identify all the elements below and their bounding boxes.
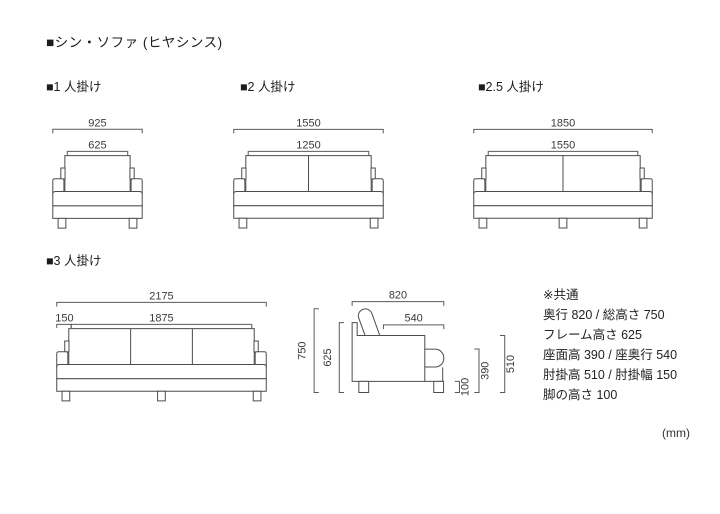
dim-bracket-total-height bbox=[314, 309, 319, 393]
dim-bracket-inner bbox=[71, 324, 252, 328]
side-body-frame bbox=[352, 323, 425, 382]
arm-notch-left bbox=[65, 341, 69, 352]
sofa-2seater-front-drawing: 1550 1250 bbox=[227, 118, 390, 230]
armrest-right bbox=[255, 352, 266, 367]
dim-total-width: 925 bbox=[88, 118, 106, 130]
dim-arm-width: 150 bbox=[55, 313, 73, 325]
seat-cushion bbox=[474, 191, 652, 205]
dim-frame-height: 625 bbox=[322, 348, 334, 366]
seat-cushion bbox=[234, 191, 383, 205]
leg-right bbox=[129, 218, 137, 228]
dim-bracket-seat-depth bbox=[383, 325, 443, 329]
leg-left bbox=[58, 218, 66, 228]
sofa-1seater-front-drawing: 925 625 bbox=[46, 118, 149, 230]
dim-depth: 820 bbox=[389, 289, 407, 301]
unit-label: (mm) bbox=[662, 426, 690, 440]
dim-bracket-inner bbox=[488, 151, 638, 155]
dim-inner-width: 1550 bbox=[551, 140, 575, 152]
arm-notch-right bbox=[254, 341, 258, 352]
sofa-side-drawing: 820 540 750 625 100 390 510 bbox=[297, 289, 517, 396]
leg-center bbox=[559, 218, 567, 228]
leg-rear bbox=[359, 381, 369, 392]
dim-seat-height: 390 bbox=[479, 362, 491, 380]
dim-total-height: 750 bbox=[297, 341, 309, 359]
label-2-seater: ■2 人掛け bbox=[240, 80, 296, 94]
arm-notch-left bbox=[61, 168, 65, 179]
spec-line: 肘掛高 510 / 肘掛幅 150 bbox=[543, 368, 678, 382]
base-frame bbox=[53, 206, 142, 219]
sofa-2-5seater-front-drawing: 1850 1550 bbox=[467, 118, 659, 230]
seat-cushion bbox=[57, 364, 267, 378]
dim-bracket-depth bbox=[352, 302, 444, 306]
common-specs: ※共通 奥行 820 / 総高さ 750 フレーム高さ 625 座面高 390 … bbox=[543, 285, 677, 405]
armrest-left bbox=[234, 179, 245, 194]
arm-notch-left bbox=[482, 168, 486, 179]
common-specs-heading: ※共通 bbox=[543, 288, 579, 302]
dim-bracket-total bbox=[474, 129, 652, 133]
armrest-left bbox=[53, 179, 64, 194]
leg-right bbox=[370, 218, 378, 228]
label-3-seater: ■3 人掛け bbox=[46, 254, 102, 268]
dim-bracket-seat-height bbox=[474, 349, 479, 393]
leg-left bbox=[239, 218, 247, 228]
arm-notch-right bbox=[640, 168, 644, 179]
backrest bbox=[65, 156, 130, 192]
arm-notch-left bbox=[242, 168, 246, 179]
spec-line: フレーム高さ 625 bbox=[543, 328, 642, 342]
dim-bracket-armrest-height bbox=[500, 336, 505, 393]
dim-inner-width: 1875 bbox=[149, 313, 173, 325]
label-2-5-seater: ■2.5 人掛け bbox=[478, 80, 544, 94]
armrest-left bbox=[57, 352, 68, 367]
seat-cushion bbox=[53, 192, 142, 206]
base-frame bbox=[234, 206, 383, 219]
dim-total-width: 1850 bbox=[551, 118, 575, 130]
spec-line: 脚の高さ 100 bbox=[543, 388, 618, 402]
leg-right bbox=[639, 218, 647, 228]
dim-seat-depth: 540 bbox=[404, 313, 422, 325]
dim-bracket-total bbox=[234, 129, 383, 133]
page-title: ■シン・ソファ (ヒヤシンス) bbox=[46, 35, 223, 50]
armrest-right bbox=[372, 179, 383, 194]
dim-leg-height: 100 bbox=[460, 378, 472, 396]
spec-line: 奥行 820 / 総高さ 750 bbox=[543, 308, 665, 322]
dim-bracket-total bbox=[53, 129, 142, 133]
arm-notch-right bbox=[371, 168, 375, 179]
dim-bracket-total bbox=[57, 302, 267, 306]
armrest-left bbox=[474, 179, 485, 194]
leg-left bbox=[479, 218, 487, 228]
dim-bracket-arm bbox=[57, 324, 71, 328]
dim-total-width: 1550 bbox=[296, 118, 320, 130]
dim-bracket-leg-height bbox=[455, 381, 460, 392]
base-frame bbox=[474, 206, 652, 219]
sofa-3seater-front-drawing: 2175 150 1875 bbox=[55, 291, 273, 403]
dim-armrest-height: 510 bbox=[505, 355, 517, 373]
dim-bracket-frame-height bbox=[339, 323, 344, 393]
base-frame bbox=[57, 379, 267, 392]
dim-total-width: 2175 bbox=[149, 291, 173, 303]
leg-right bbox=[253, 391, 261, 401]
leg-center bbox=[158, 391, 166, 401]
label-1-seater: ■1 人掛け bbox=[46, 80, 102, 94]
dim-inner-width: 1250 bbox=[296, 140, 320, 152]
base-front-edge bbox=[425, 367, 443, 381]
dim-bracket-inner bbox=[67, 151, 127, 155]
spec-line: 座面高 390 / 座奥行 540 bbox=[543, 348, 678, 362]
backrest bbox=[69, 329, 254, 365]
armrest-right bbox=[131, 179, 142, 194]
dim-inner-width: 625 bbox=[88, 140, 106, 152]
leg-left bbox=[62, 391, 70, 401]
armrest-right bbox=[641, 179, 652, 194]
arm-notch-right bbox=[130, 168, 134, 179]
dim-bracket-inner bbox=[248, 151, 369, 155]
leg-front bbox=[434, 381, 444, 392]
